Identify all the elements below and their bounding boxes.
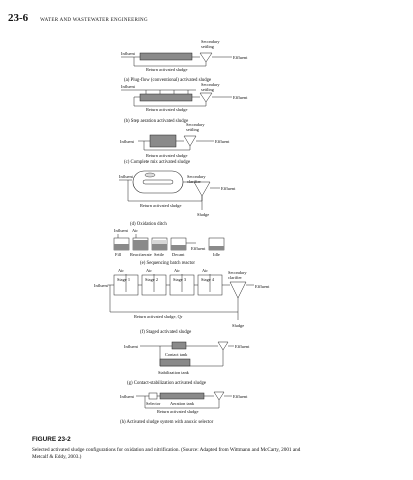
panel-h: Influent Effluent Selector Aeration tank… xyxy=(120,391,248,425)
panel-h-aeration-label: Aeration tank xyxy=(170,401,195,406)
figure-caption: Selected activated sludge configurations… xyxy=(32,447,301,460)
page-header: 23-6 WATER AND WASTEWATER ENGINEERING xyxy=(8,8,148,26)
panel-h-influent: Influent xyxy=(120,394,135,399)
panel-a-effluent: Effluent xyxy=(233,55,248,60)
panel-d-influent: Influent xyxy=(119,174,134,179)
panel-c-caption: (c) Complete mix activated sludge xyxy=(124,160,190,165)
panel-h-effluent: Effluent xyxy=(233,394,248,399)
panel-h-selector-tank xyxy=(148,392,158,400)
panel-c-clarifier xyxy=(183,135,197,147)
panel-f-effluent: Effluent xyxy=(255,284,270,289)
page-number: 23-6 xyxy=(8,12,29,24)
panel-d-sludge: Sludge xyxy=(197,212,209,217)
figure-label: FIGURE 23-2 xyxy=(32,436,71,443)
sbr-step-5: Idle xyxy=(213,252,220,257)
panel-g-caption: (g) Contact-stabilization activated slud… xyxy=(127,381,206,386)
panel-b-return: Return activated sludge xyxy=(146,107,188,112)
panel-f-stage-3: Stage 3 xyxy=(173,277,187,282)
panel-f-sludge: Sludge xyxy=(232,323,244,328)
panel-f-air-1: Air xyxy=(118,268,124,273)
panel-f-stage-4: Stage 4 xyxy=(201,277,215,282)
panel-g-stabilization-tank xyxy=(159,358,191,367)
panel-d-clarifier xyxy=(193,181,211,197)
panel-a-influent: Influent xyxy=(121,51,136,56)
panel-b-aeration-tank xyxy=(139,93,193,102)
panel-a-return: Return activated sludge xyxy=(146,67,188,72)
panel-a-clarifier xyxy=(199,52,213,63)
panel-b-influent: Influent xyxy=(121,84,136,89)
panel-d-return: Return activated sludge xyxy=(140,203,182,208)
panel-f: Air Air Air Air Influent Stage 1 Stage 2… xyxy=(94,268,270,335)
panel-g-clarifier xyxy=(217,341,229,351)
sbr-step-2: React/aerate xyxy=(130,252,152,257)
panel-f-caption: (f) Staged activated sludge xyxy=(140,330,191,335)
sbr-tanks xyxy=(113,237,225,251)
panel-f-stage-1: Stage 1 xyxy=(117,277,130,282)
panel-h-caption: (h) Activated sludge system with anoxic … xyxy=(120,420,214,425)
running-head: WATER AND WASTEWATER ENGINEERING xyxy=(40,18,148,23)
panel-h-clarifier xyxy=(213,391,225,401)
panel-e: Influent Air Effluent Fill React/aerate … xyxy=(113,228,225,266)
panel-f-return: Return activated sludge, Qr xyxy=(134,314,183,320)
sbr-step-4: Decant xyxy=(172,252,185,257)
panel-a-aeration-tank xyxy=(139,52,193,61)
panel-b-caption: (b) Step aeration activated sludge xyxy=(124,119,188,124)
sbr-step-3: Settle xyxy=(154,252,164,257)
panel-e-air: Air xyxy=(132,228,138,233)
panel-c-return: Return activated sludge xyxy=(146,153,188,158)
panel-c-effluent: Effluent xyxy=(215,139,230,144)
panel-f-air-4: Air xyxy=(202,268,208,273)
panel-c-influent: Influent xyxy=(120,139,135,144)
panel-f-clarifier xyxy=(229,281,247,299)
panel-f-stage-2: Stage 2 xyxy=(145,277,158,282)
panel-h-selector-label: Selector xyxy=(146,401,161,406)
panel-g-contact-label: Contact tank xyxy=(165,352,188,357)
panel-f-air-3: Air xyxy=(174,268,180,273)
panel-e-caption: (e) Sequencing batch reactor xyxy=(140,261,195,266)
panel-f-stages xyxy=(113,274,223,296)
panel-e-influent: Influent xyxy=(114,228,129,233)
panel-g-stabilization-label: Stabilization tank xyxy=(158,370,190,375)
panel-g-contact-tank xyxy=(171,341,187,350)
panel-g: Influent Effluent Contact tank Stabiliza… xyxy=(124,341,250,386)
sbr-step-1: Fill xyxy=(115,252,122,257)
panel-g-influent: Influent xyxy=(124,344,139,349)
panel-f-air-2: Air xyxy=(146,268,152,273)
panel-b-effluent: Effluent xyxy=(233,95,248,100)
panel-c-cm-tank xyxy=(149,134,177,148)
panel-h-return: Return activated sludge xyxy=(157,409,199,414)
panel-b-clarifier xyxy=(199,92,213,103)
panel-d-effluent: Effluent xyxy=(221,186,236,191)
panel-e-effluent: Effluent xyxy=(191,246,206,251)
panel-d-caption: (d) Oxidation ditch xyxy=(130,222,167,227)
panel-a-caption: (a) Plug-flow (conventional) activated s… xyxy=(124,78,211,83)
panel-g-effluent: Effluent xyxy=(235,344,250,349)
panel-f-influent: Influent xyxy=(94,283,109,288)
panel-h-aeration-tank xyxy=(159,392,205,400)
